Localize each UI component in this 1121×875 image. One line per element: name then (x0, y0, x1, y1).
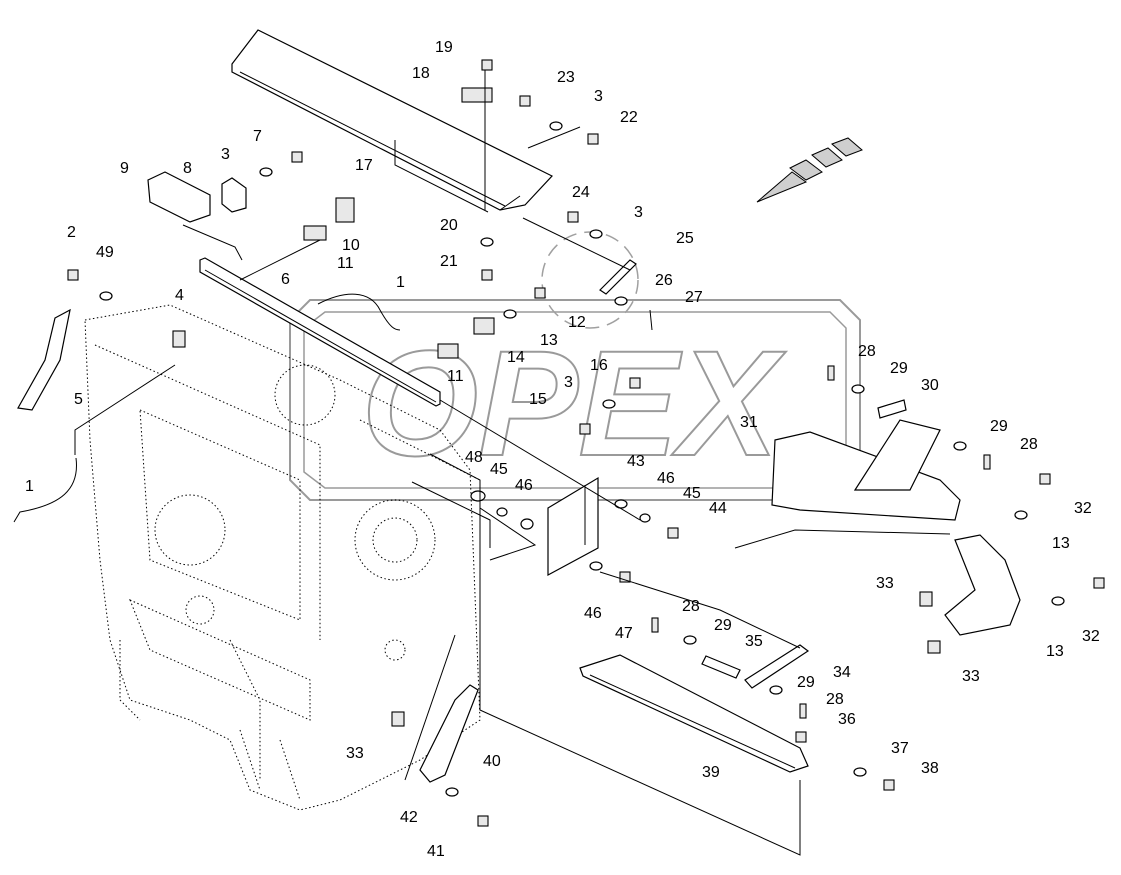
part-17-top-cover (231, 29, 553, 213)
callout-3: 3 (634, 204, 643, 221)
callout-20: 20 (440, 217, 458, 234)
callout-25: 25 (676, 230, 694, 247)
callout-28: 28 (682, 598, 700, 615)
callout-24: 24 (572, 184, 590, 201)
callout-3: 3 (564, 374, 573, 391)
callout-13: 13 (540, 332, 558, 349)
part-25-pin (599, 259, 637, 295)
part-34-shaft (744, 644, 810, 689)
watermark-text: OPEX (362, 319, 787, 487)
callout-18: 18 (412, 65, 430, 82)
callout-10: 10 (342, 237, 360, 254)
callout-27: 27 (685, 289, 703, 306)
part-6-rail (199, 257, 441, 407)
fasteners (67, 59, 1105, 827)
callout-3: 3 (594, 88, 603, 105)
callout-28: 28 (1020, 436, 1038, 453)
part-35-pin (701, 655, 741, 679)
callout-32: 32 (1082, 628, 1100, 645)
callout-40: 40 (483, 753, 501, 770)
callout-17: 17 (355, 157, 373, 174)
callout-39: 39 (702, 764, 720, 781)
callout-13: 13 (1046, 643, 1064, 660)
callout-48: 48 (465, 449, 483, 466)
callout-31: 31 (740, 414, 758, 431)
callout-44: 44 (709, 500, 727, 517)
part-31-deflector (771, 419, 961, 521)
callout-1: 1 (25, 478, 34, 495)
callout-13: 13 (1052, 535, 1070, 552)
callout-labels: 19 18 23 3 22 7 3 9 8 17 24 3 20 25 10 2… (25, 39, 1100, 860)
callout-8: 8 (183, 160, 192, 177)
callout-29: 29 (797, 674, 815, 691)
callout-42: 42 (400, 809, 418, 826)
callout-33: 33 (962, 668, 980, 685)
callout-9: 9 (120, 160, 129, 177)
callout-3: 3 (221, 146, 230, 163)
part-9-bracket (147, 171, 211, 223)
part-8-bracket (221, 177, 247, 213)
callout-45: 45 (683, 485, 701, 502)
callout-1: 1 (396, 274, 405, 291)
leader-lines (74, 70, 951, 856)
callout-12: 12 (568, 314, 586, 331)
callout-5: 5 (74, 391, 83, 408)
callout-21: 21 (440, 253, 458, 270)
callout-6: 6 (281, 271, 290, 288)
callout-11: 11 (447, 368, 464, 385)
callout-36: 36 (838, 711, 856, 728)
callout-41: 41 (427, 843, 445, 860)
callout-28: 28 (826, 691, 844, 708)
callout-33: 33 (346, 745, 364, 762)
callout-4: 4 (175, 287, 184, 304)
main-frame-outline (84, 304, 481, 811)
callout-32: 32 (1074, 500, 1092, 517)
callout-11: 11 (337, 255, 354, 272)
callout-23: 23 (557, 69, 575, 86)
callout-30: 30 (921, 377, 939, 394)
part-5-guard (17, 308, 71, 411)
part-30-pin (877, 399, 907, 419)
callout-38: 38 (921, 760, 939, 777)
callout-15: 15 (529, 391, 547, 408)
callout-37: 37 (891, 740, 909, 757)
part-40-plate (419, 684, 479, 783)
callout-34: 34 (833, 664, 851, 681)
callout-16: 16 (590, 357, 608, 374)
callout-46: 46 (584, 605, 602, 622)
part-43-bracket (547, 476, 599, 577)
callout-19: 19 (435, 39, 453, 56)
part-39-bottom-bar (579, 654, 809, 773)
part-33-side-shield (944, 534, 1021, 636)
callout-47: 47 (615, 625, 633, 642)
part-1-hose-lower (13, 457, 77, 523)
callout-35: 35 (745, 633, 763, 650)
callout-29: 29 (990, 418, 1008, 435)
callout-28: 28 (858, 343, 876, 360)
callout-7: 7 (253, 128, 262, 145)
part-1-hose-upper (317, 293, 401, 331)
travel-direction-arrow-icon (756, 137, 863, 203)
callout-33: 33 (876, 575, 894, 592)
callout-49: 49 (96, 244, 114, 261)
callout-29: 29 (714, 617, 732, 634)
callout-29: 29 (890, 360, 908, 377)
callout-45: 45 (490, 461, 508, 478)
callout-46: 46 (657, 470, 675, 487)
callout-46: 46 (515, 477, 533, 494)
callout-22: 22 (620, 109, 638, 126)
callout-43: 43 (627, 453, 645, 470)
callout-14: 14 (507, 349, 525, 366)
callout-2: 2 (67, 224, 76, 241)
callout-26: 26 (655, 272, 673, 289)
